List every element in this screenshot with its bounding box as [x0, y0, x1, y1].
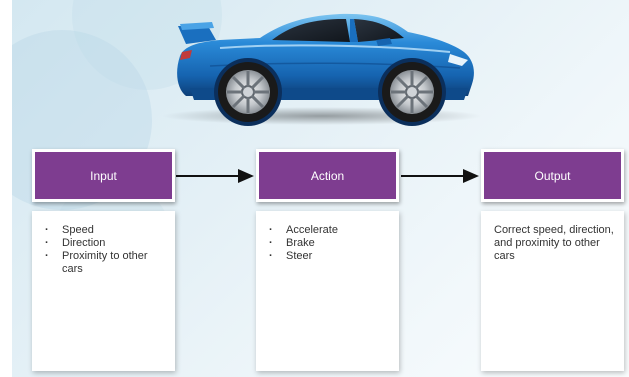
list-item: Brake [266, 237, 389, 250]
output-details-card: Correct speed, direction, and proximity … [481, 211, 624, 371]
action-details-list: Accelerate Brake Steer [266, 224, 389, 263]
stage-label: Output [534, 168, 571, 183]
list-item: Proximity to other cars [42, 250, 165, 276]
input-details-card: Speed Direction Proximity to other cars [32, 211, 175, 371]
stage-input: Input [32, 149, 175, 202]
action-details-card: Accelerate Brake Steer [256, 211, 399, 371]
stage-label: Action [310, 168, 345, 183]
list-item: Direction [42, 237, 165, 250]
list-item: Accelerate [266, 224, 389, 237]
list-item: Steer [266, 250, 389, 263]
list-item: Speed [42, 224, 165, 237]
output-description: Correct speed, direction, and proximity … [494, 224, 614, 262]
sports-car-icon [162, 13, 482, 126]
stage-label: Input [90, 168, 117, 183]
stage-action: Action [256, 149, 399, 202]
stage-output: Output [481, 149, 624, 202]
input-details-list: Speed Direction Proximity to other cars [42, 224, 165, 276]
